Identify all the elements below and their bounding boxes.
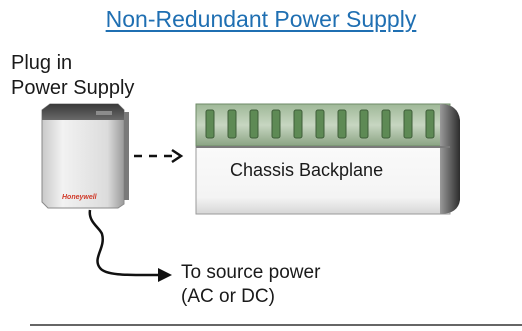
diagram-title: Non-Redundant Power Supply — [105, 6, 417, 32]
source-power-label: To source power (AC or DC) — [181, 261, 320, 309]
power-supply-label-line-1: Plug in — [11, 52, 73, 74]
slot-5 — [293, 109, 303, 139]
power-supply-label-line-2: Power Supply — [11, 77, 135, 99]
slot-11 — [425, 109, 435, 139]
slot-2 — [227, 109, 237, 139]
chassis-backplane — [195, 103, 460, 215]
slot-6 — [315, 109, 325, 139]
power-supply-module: Honeywell — [41, 103, 129, 209]
slot-8 — [359, 109, 369, 139]
backplane-slots — [205, 109, 435, 139]
power-supply-label: Plug in Power Supply — [11, 51, 134, 101]
source-power-label-line-2: (AC or DC) — [181, 286, 275, 307]
slot-9 — [381, 109, 391, 139]
power-cord-arrow — [88, 209, 172, 282]
slot-4 — [271, 109, 281, 139]
source-power-label-line-1: To source power — [181, 262, 321, 283]
power-supply-brand: Honeywell — [62, 194, 98, 201]
slot-10 — [403, 109, 413, 139]
dashed-arrow — [134, 148, 184, 164]
slot-1 — [205, 109, 215, 139]
backplane-label: Chassis Backplane — [230, 160, 384, 180]
slot-7 — [337, 109, 347, 139]
slot-3 — [249, 109, 259, 139]
psu-led-icon — [96, 111, 112, 115]
